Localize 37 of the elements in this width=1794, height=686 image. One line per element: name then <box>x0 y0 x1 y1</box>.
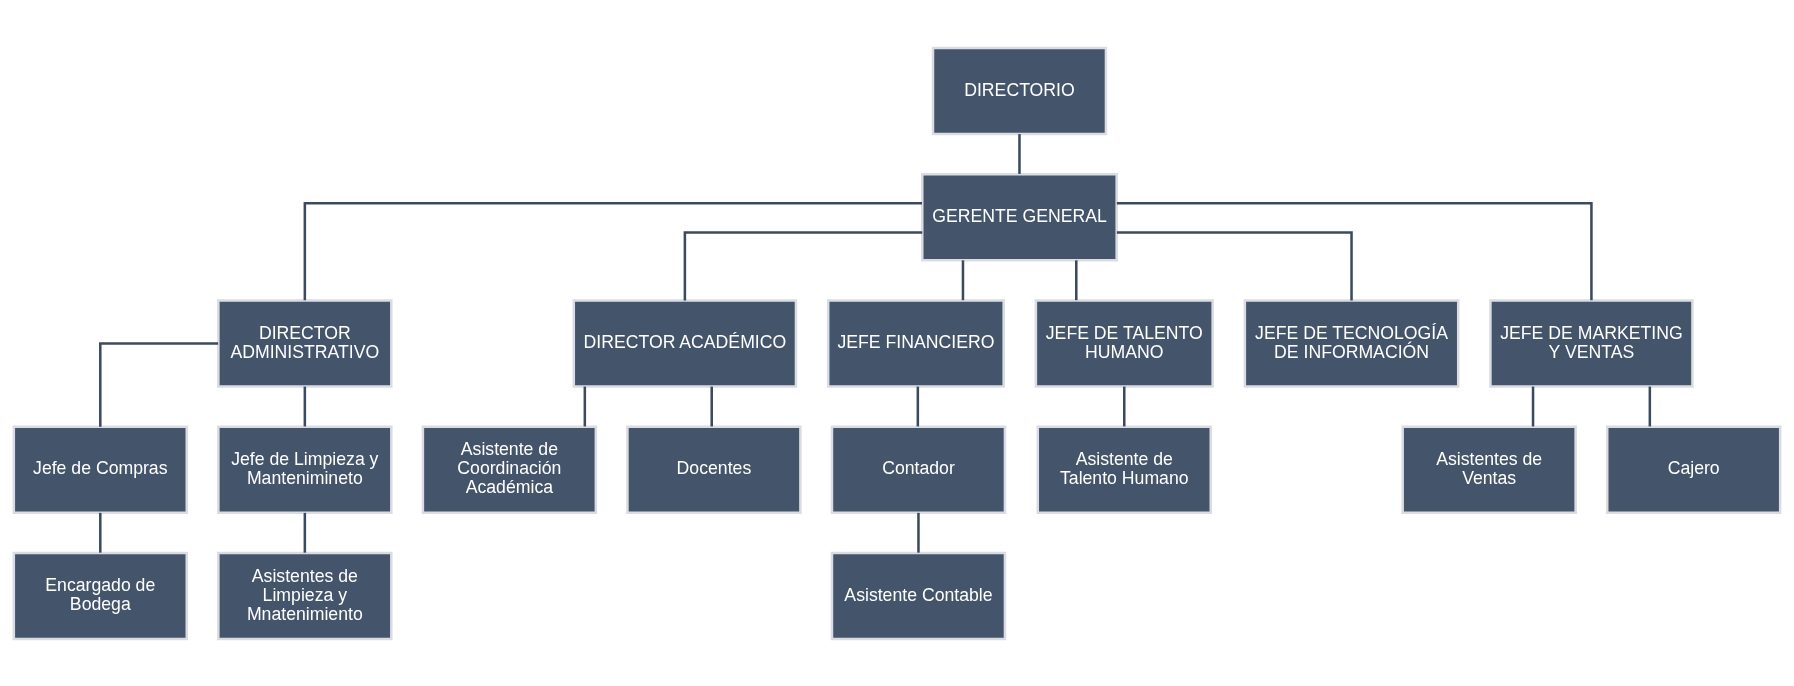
node-box: Asistente de Talento Humano <box>1036 425 1213 514</box>
node-box: DIRECTOR ACADÉMICO <box>572 298 798 388</box>
node-box: JEFE FINANCIERO <box>826 298 1005 388</box>
connector <box>1123 386 1126 426</box>
connector <box>583 386 587 426</box>
connector <box>303 512 307 553</box>
node-box: Cajero <box>1605 425 1782 514</box>
connector <box>683 230 923 301</box>
node-box: Encargado de Bodega <box>12 551 189 640</box>
connector <box>961 259 965 300</box>
node-box: DIRECTORIO <box>931 46 1108 135</box>
node-box: Asistente de Coordinación Académica <box>421 425 598 514</box>
connector <box>99 341 219 427</box>
node-box: Jefe de Compras <box>12 425 189 514</box>
node-box: JEFE DE TALENTO HUMANO <box>1034 298 1214 388</box>
connector <box>917 512 920 553</box>
connector <box>1531 386 1535 426</box>
node-box: Asistentes de Ventas <box>1401 425 1577 514</box>
connector <box>916 386 920 426</box>
connector <box>1116 230 1353 301</box>
connector <box>303 386 307 426</box>
connector <box>710 386 713 426</box>
node-box: DIRECTOR ADMINISTRATIVO <box>217 298 393 388</box>
node-box: JEFE DE TECNOLOGÍA DE INFORMACIÓN <box>1243 298 1460 388</box>
node-box: GERENTE GENERAL <box>921 172 1118 261</box>
node-box: Asistentes de Limpieza y Mnatenimiento <box>217 551 393 640</box>
node-box: Jefe de Limpieza y Mantenimineto <box>217 425 393 514</box>
node-box: Docentes <box>626 425 802 514</box>
connector <box>1075 259 1078 300</box>
node-box: Asistente Contable <box>830 551 1007 640</box>
connector <box>1648 386 1652 426</box>
node-box: Contador <box>830 425 1007 514</box>
connector <box>99 512 102 553</box>
connector <box>303 201 922 300</box>
connector <box>1018 133 1021 174</box>
node-box: JEFE DE MARKETING Y VENTAS <box>1489 298 1694 388</box>
connector <box>1116 201 1593 300</box>
